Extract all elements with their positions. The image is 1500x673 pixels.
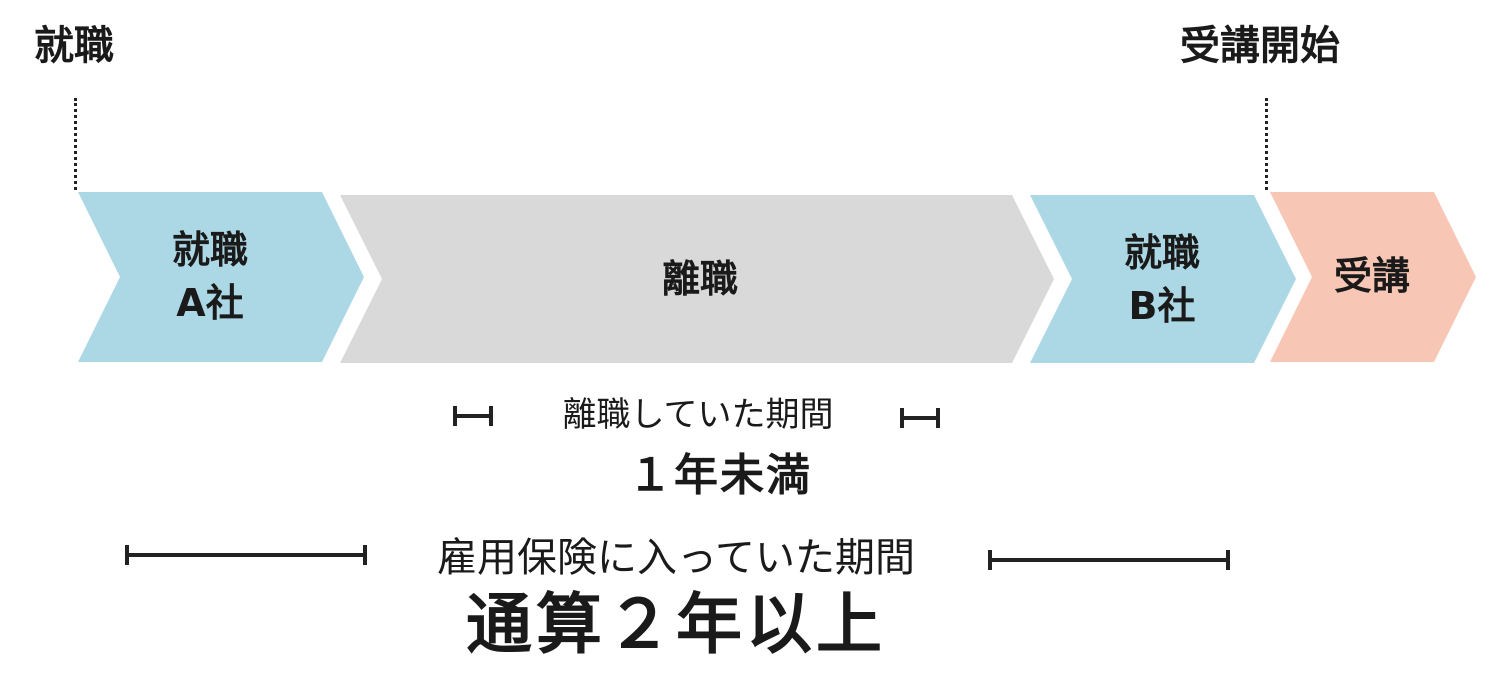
stage-unemployed: 離職 [360,195,1040,365]
stage-employment-a-title: 就職 [171,227,248,272]
stage-unemployed-title: 離職 [661,257,738,302]
start-employment-label: 就職 [34,23,114,69]
course-start-marker [1265,98,1268,190]
stage-employment-a-company: A社 [176,281,244,325]
stage-course-title: 受講 [1333,254,1410,299]
stage-employment-a: 就職 A社 [100,192,320,362]
stage-employment-b-company: B社 [1128,284,1196,328]
start-employment-marker [74,98,77,190]
leave-period-caption: 離職していた期間 [562,395,834,435]
insurance-period-value: 通算２年以上 [466,586,886,663]
leave-period-value: １年未満 [628,450,812,501]
stage-arrow-employment-b [1030,195,1296,363]
stage-employment-b-title: 就職 [1123,230,1200,275]
stage-arrow-employment-a [78,192,364,362]
stage-arrow-unemployed [340,195,1054,363]
stage-arrow-course [1270,192,1476,362]
leave-period-bracket [453,406,940,428]
insurance-period-caption: 雇用保険に入っていた期間 [437,535,915,581]
insurance-period-bracket [125,545,1230,570]
stage-employment-b: 就職 B社 [1052,195,1272,365]
course-start-label: 受講開始 [1180,23,1340,69]
stage-course: 受講 [1292,192,1452,362]
